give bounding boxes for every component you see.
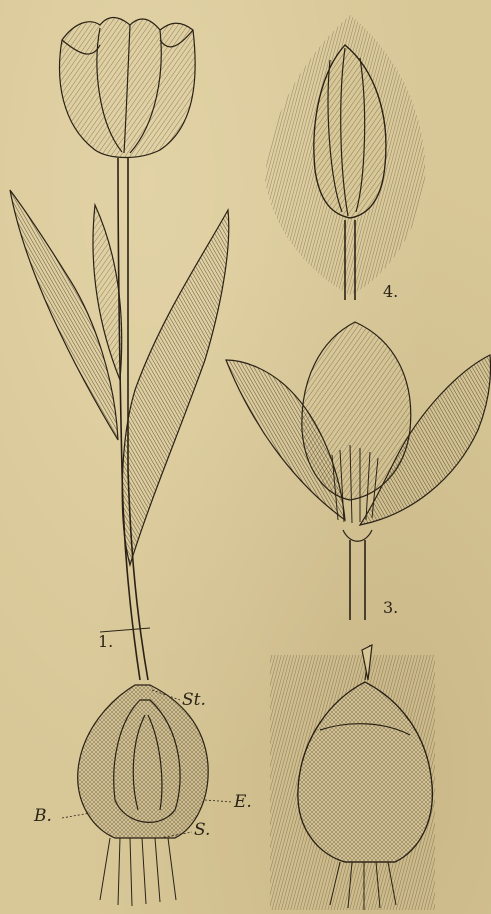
fig1-flower xyxy=(60,18,196,158)
fig1-number: 1. xyxy=(98,634,113,650)
fig1-whole-plant xyxy=(10,18,229,907)
label-base-s: S. xyxy=(194,822,210,839)
fig1-leaf-right xyxy=(122,210,229,565)
fig2-bulb-in-soil xyxy=(270,645,435,910)
fig4-number: 4. xyxy=(383,284,398,300)
fig4-bud xyxy=(265,15,425,300)
fig3-number: 3. xyxy=(383,600,398,616)
label-embryo-e: E. xyxy=(234,794,252,811)
label-scale-b: B. xyxy=(34,808,52,825)
fig3-open-flower xyxy=(226,322,491,620)
fig1-bulb-section xyxy=(78,685,208,906)
label-stem-base: St. xyxy=(182,692,206,709)
